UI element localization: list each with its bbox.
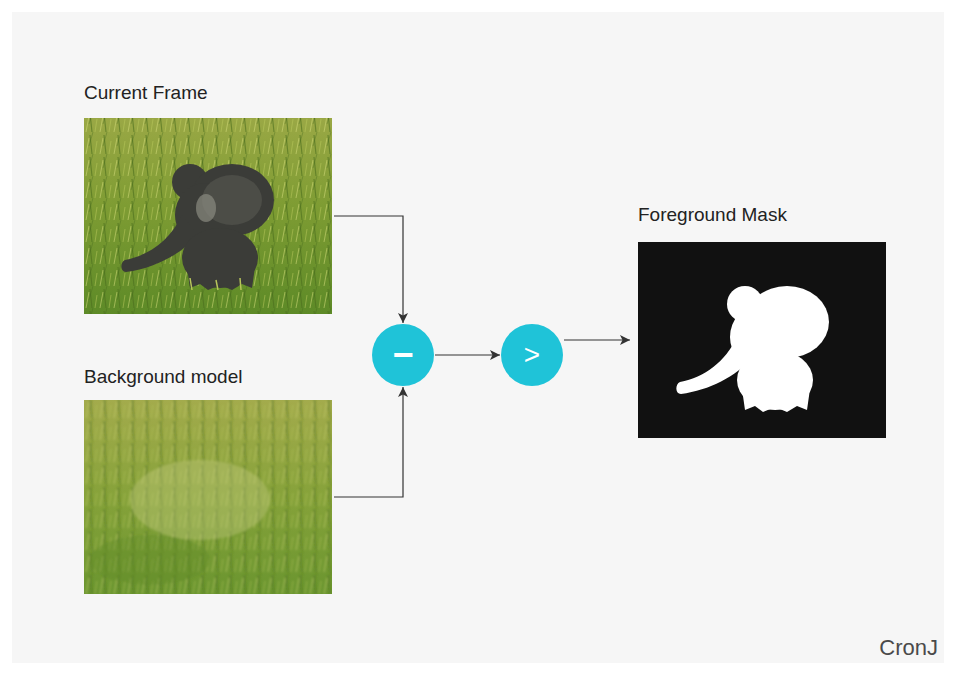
background-model-picture [84,400,332,594]
image-title: Background model [84,366,242,388]
watermark: CronJ [879,635,938,661]
current-frame-picture [84,118,332,314]
operator-symbol: > [524,341,540,369]
operator-symbol: − [392,337,413,373]
current-frame-image: Current Frame [84,118,332,314]
panel [12,12,944,663]
image-title: Current Frame [84,82,208,104]
foreground-mask-image: Foreground Mask [638,242,886,438]
image-title: Foreground Mask [638,204,787,226]
subtract-operator: − [372,324,434,386]
flow-arrow [435,354,500,355]
flow-arrow [334,216,403,323]
flow-arrow [564,339,630,340]
threshold-operator: > [501,324,563,386]
foreground-mask-picture [638,242,886,438]
flow-arrow [334,387,403,497]
background-model-image: Background model [84,400,332,594]
